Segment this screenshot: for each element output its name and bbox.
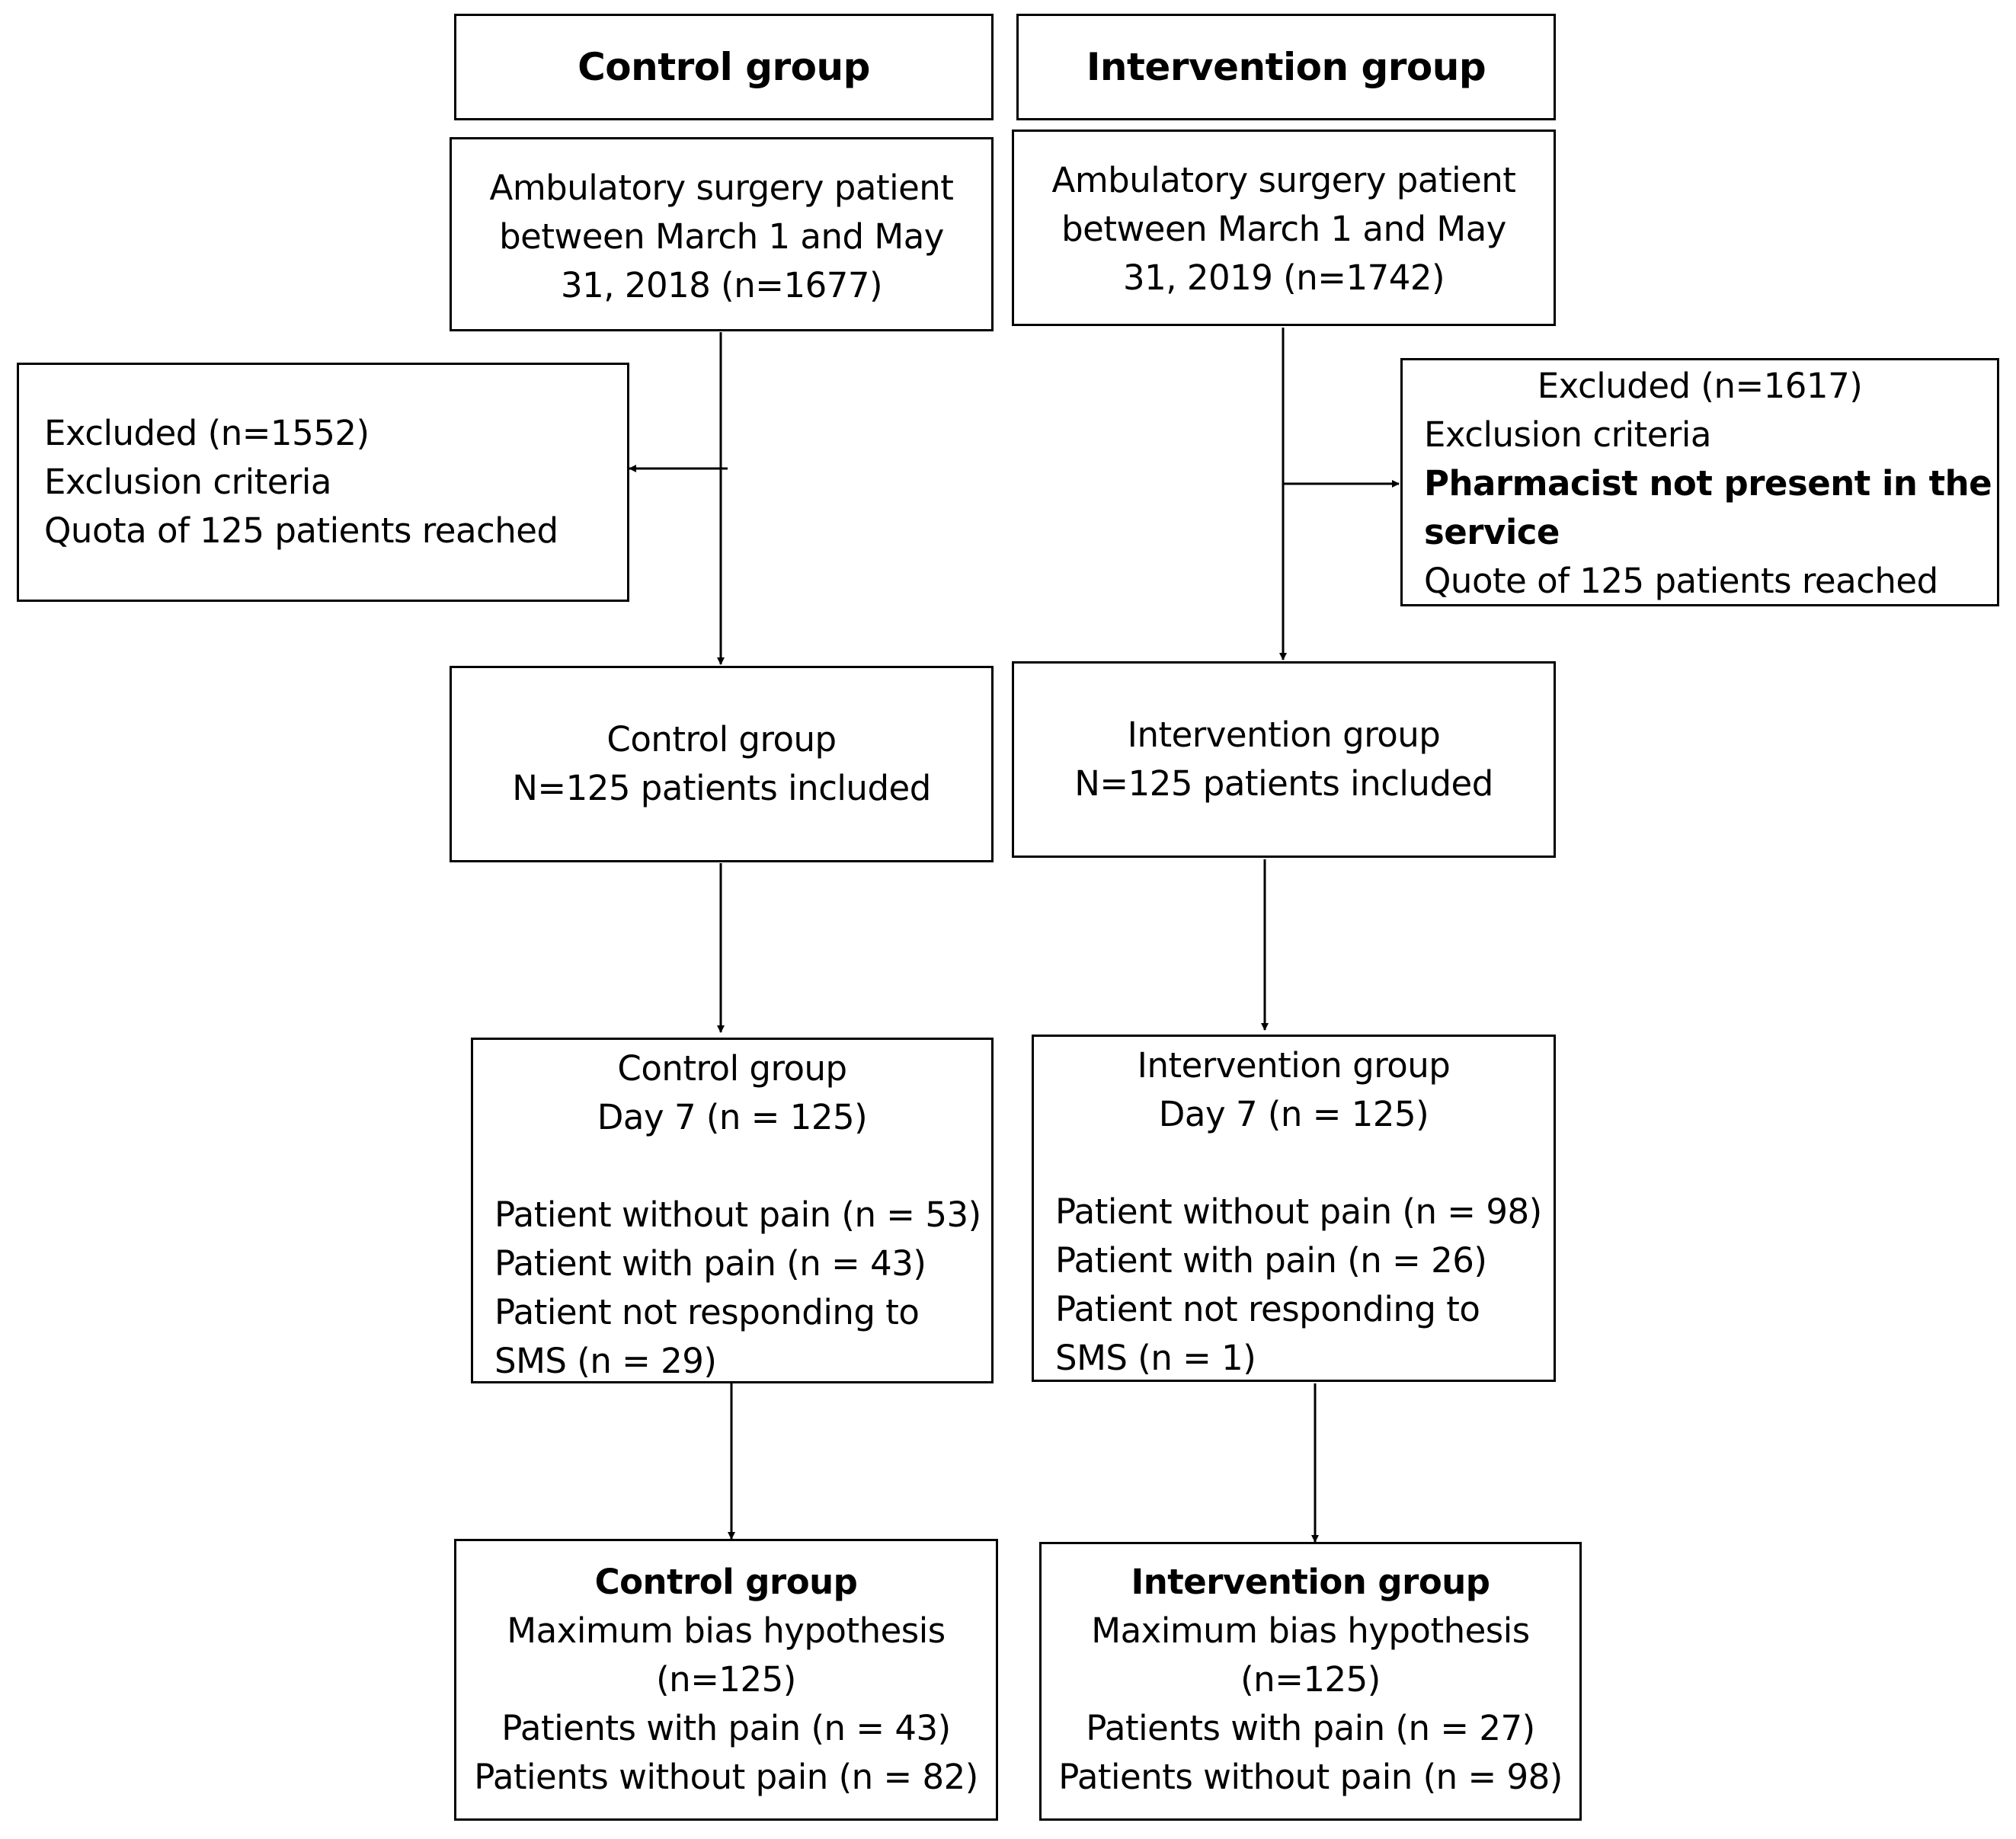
control-enrolled-line: between March 1 and May xyxy=(499,216,944,257)
control-final-line: (n=125) xyxy=(656,1659,796,1700)
control-excluded-line: Exclusion criteria xyxy=(44,462,332,502)
intervention-final-line: Patients without pain (n = 98) xyxy=(1058,1757,1563,1797)
control-day7-subtitle: Day 7 (n = 125) xyxy=(597,1097,868,1137)
intervention-day7-title: Intervention group xyxy=(1137,1045,1451,1086)
intervention-group-header: Intervention group xyxy=(1016,14,1556,120)
intervention-enrolled-line: between March 1 and May xyxy=(1061,209,1506,249)
intervention-excluded-bold-line: Pharmacist not present in the xyxy=(1424,463,1992,504)
intervention-final-line: Patients with pain (n = 27) xyxy=(1086,1708,1535,1748)
control-final-line: Patients without pain (n = 82) xyxy=(474,1757,978,1797)
control-day7-line: SMS (n = 29) xyxy=(494,1341,717,1381)
intervention-final-title: Intervention group xyxy=(1131,1562,1490,1602)
control-final-box: Control group Maximum bias hypothesis (n… xyxy=(454,1539,998,1821)
intervention-included-line: N=125 patients included xyxy=(1074,763,1493,804)
control-enrolled-box: Ambulatory surgery patient between March… xyxy=(450,137,994,331)
control-included-line: Control group xyxy=(606,719,837,760)
control-final-line: Patients with pain (n = 43) xyxy=(501,1708,951,1748)
control-day7-title: Control group xyxy=(617,1048,847,1089)
intervention-day7-line: SMS (n = 1) xyxy=(1055,1338,1256,1378)
control-final-line: Maximum bias hypothesis xyxy=(507,1610,946,1651)
control-group-header-label: Control group xyxy=(578,45,870,89)
intervention-final-line: (n=125) xyxy=(1240,1659,1381,1700)
intervention-excluded-box: Excluded (n=1617) Exclusion criteria Pha… xyxy=(1400,358,1999,606)
spacer xyxy=(1034,1139,1554,1188)
intervention-enrolled-box: Ambulatory surgery patient between March… xyxy=(1012,130,1556,326)
intervention-excluded-title: Excluded (n=1617) xyxy=(1537,366,1863,406)
control-included-box: Control group N=125 patients included xyxy=(450,666,994,862)
intervention-included-box: Intervention group N=125 patients includ… xyxy=(1012,661,1556,858)
control-enrolled-line: Ambulatory surgery patient xyxy=(489,168,954,208)
intervention-enrolled-line: Ambulatory surgery patient xyxy=(1051,160,1516,200)
control-final-title: Control group xyxy=(594,1562,858,1602)
control-day7-box: Control group Day 7 (n = 125) Patient wi… xyxy=(471,1038,994,1383)
control-day7-line: Patient with pain (n = 43) xyxy=(494,1243,926,1284)
intervention-enrolled-line: 31, 2019 (n=1742) xyxy=(1122,257,1445,298)
intervention-day7-line: Patient without pain (n = 98) xyxy=(1055,1191,1542,1232)
control-day7-line: Patient not responding to xyxy=(494,1292,920,1332)
intervention-excluded-criteria: Exclusion criteria xyxy=(1424,414,1712,455)
intervention-day7-line: Patient not responding to xyxy=(1055,1289,1480,1329)
intervention-day7-box: Intervention group Day 7 (n = 125) Patie… xyxy=(1032,1035,1556,1382)
control-enrolled-line: 31, 2018 (n=1677) xyxy=(560,265,883,305)
control-included-line: N=125 patients included xyxy=(512,768,931,808)
spacer xyxy=(473,1142,991,1191)
control-excluded-line: Quota of 125 patients reached xyxy=(44,510,558,551)
control-group-header: Control group xyxy=(454,14,994,120)
control-excluded-box: Excluded (n=1552) Exclusion criteria Quo… xyxy=(17,363,629,602)
intervention-excluded-bold-line: service xyxy=(1424,512,1560,552)
intervention-final-box: Intervention group Maximum bias hypothes… xyxy=(1039,1542,1582,1821)
intervention-group-header-label: Intervention group xyxy=(1086,45,1486,89)
control-excluded-line: Excluded (n=1552) xyxy=(44,413,370,453)
intervention-included-line: Intervention group xyxy=(1127,715,1441,755)
intervention-day7-line: Patient with pain (n = 26) xyxy=(1055,1240,1487,1281)
intervention-final-line: Maximum bias hypothesis xyxy=(1091,1610,1530,1651)
intervention-excluded-last: Quote of 125 patients reached xyxy=(1424,561,1938,601)
control-day7-line: Patient without pain (n = 53) xyxy=(494,1195,981,1235)
intervention-day7-subtitle: Day 7 (n = 125) xyxy=(1158,1094,1429,1134)
